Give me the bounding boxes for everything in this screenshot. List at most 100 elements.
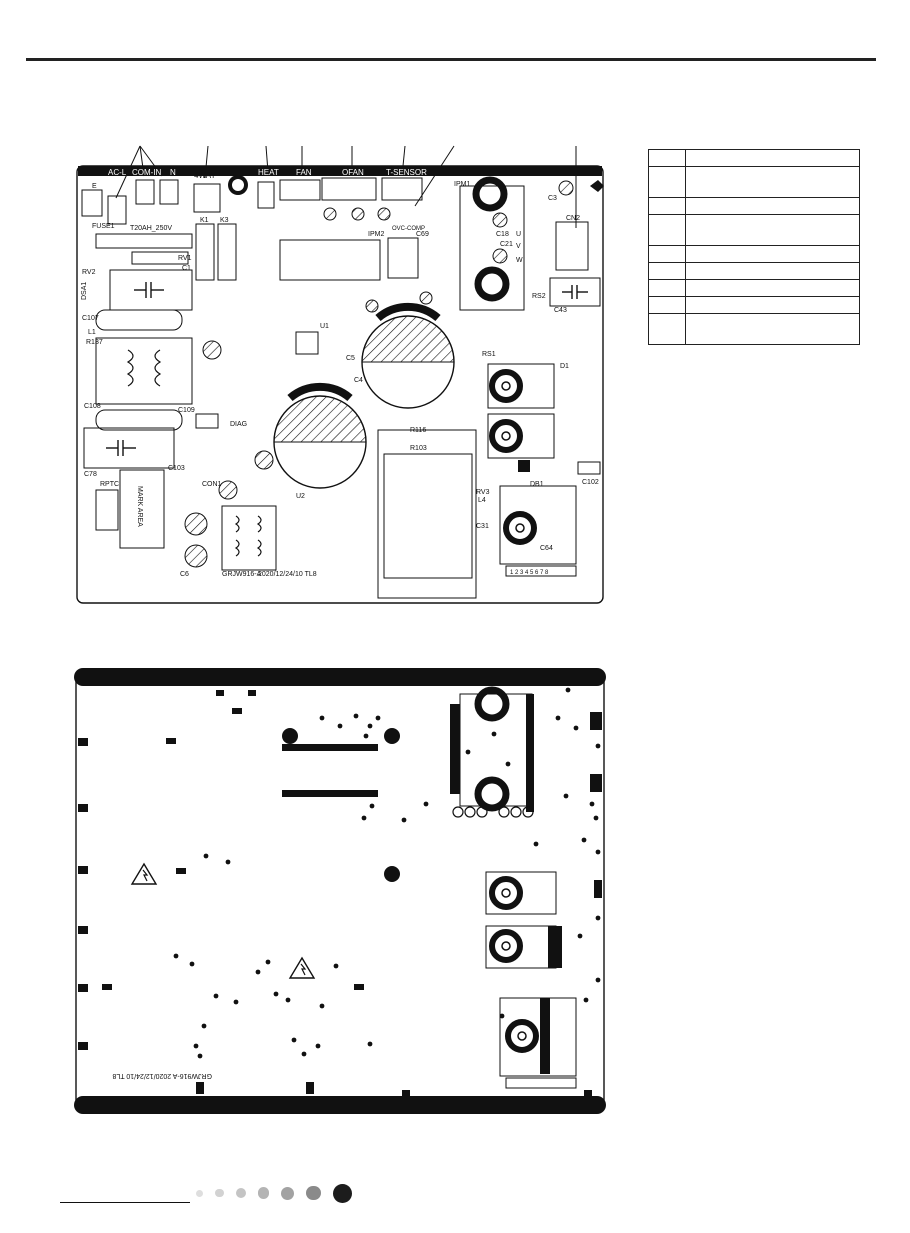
- connector-4way: [193, 183, 221, 213]
- label-k3: K3: [220, 217, 229, 224]
- c102-box: [577, 461, 601, 475]
- label-n: N: [170, 168, 176, 177]
- label-d1: D1: [560, 363, 569, 370]
- label-mark-area: MARK AREA: [136, 486, 143, 527]
- label-c109: C109: [178, 407, 195, 414]
- label-com-in: COM-IN: [132, 168, 162, 177]
- pcb-top-header-band: [78, 166, 602, 176]
- label-board-date: 2020/12/24/10 TL8: [258, 571, 317, 578]
- label-v: V: [516, 243, 521, 250]
- connector-t-sensor: [381, 177, 423, 201]
- page-dot: [281, 1186, 294, 1200]
- label-c43: C43: [554, 307, 567, 314]
- label-c18: C18: [496, 231, 509, 238]
- ipm-footprint-bottom: [450, 686, 534, 818]
- label-fan: FAN: [296, 168, 312, 177]
- transformer-inner: [383, 453, 473, 579]
- label-c1: C1: [182, 265, 191, 272]
- label-rv3: RV3: [476, 489, 490, 496]
- label-ofan: OFAN: [342, 168, 364, 177]
- label-c78: C78: [84, 471, 97, 478]
- legend-row: [648, 279, 860, 297]
- capacitor-c78: [83, 427, 175, 469]
- label-con1: CON1: [202, 481, 222, 488]
- page-dot: [235, 1188, 246, 1198]
- label-rs1: RS1: [482, 351, 496, 358]
- legend-row: [648, 149, 860, 167]
- connector-cn2: [555, 221, 589, 271]
- ring-terminals-top: [472, 176, 537, 545]
- label-rptc: RPTC: [100, 481, 119, 488]
- legend-table: [648, 149, 860, 345]
- label-db1: DB1: [530, 481, 544, 488]
- label-c107: C107: [82, 315, 99, 322]
- label-fourway: 4WAY: [194, 171, 216, 180]
- connector-fan: [279, 179, 321, 201]
- page-dot: [196, 1189, 203, 1197]
- connector-heat: [257, 181, 275, 209]
- db1-block: [499, 485, 577, 565]
- terminal-com-in: [135, 179, 155, 205]
- label-rv2: RV2: [82, 269, 96, 276]
- capacitor-c107: [95, 309, 183, 331]
- label-rv1: RV1: [178, 255, 192, 262]
- label-u2: U2: [296, 493, 305, 500]
- label-c6: C6: [180, 571, 189, 578]
- label-pins: 1 2 3 4 5 6 7 8: [510, 570, 549, 576]
- label-bottom-code: GRJW916-A 2020/12/24/10 TL8: [112, 1072, 212, 1079]
- module-u2: [221, 505, 277, 571]
- label-k1: K1: [200, 217, 209, 224]
- label-fuse1: FUSE1: [92, 223, 115, 230]
- label-u1: U1: [320, 323, 329, 330]
- mark-area: [119, 469, 165, 549]
- chip-u1: [295, 331, 319, 355]
- label-board-code: GRJW916-A: [222, 571, 262, 578]
- label-dsa1: DSA1: [81, 282, 88, 300]
- label-c103: C103: [168, 465, 185, 472]
- label-ac-l: AC-L: [108, 168, 127, 177]
- legend-row: [648, 214, 860, 246]
- label-r137: R137: [86, 339, 103, 346]
- footer-rule: [60, 1202, 190, 1203]
- capacitor-c43: [549, 277, 601, 307]
- terminal-ac-l: [107, 195, 127, 225]
- legend-row: [648, 245, 860, 263]
- label-t-sensor: T-SENSOR: [386, 168, 427, 177]
- label-r103: R103: [410, 445, 427, 452]
- legend-row: [648, 262, 860, 280]
- label-l1: L1: [88, 329, 96, 336]
- pin-header: [505, 565, 577, 577]
- label-fuse-rating: T20AH_250V: [130, 225, 172, 232]
- warning-icon: [130, 862, 158, 885]
- connector-ofan: [321, 177, 377, 201]
- capacitor-c5: [273, 382, 367, 489]
- label-w: W: [516, 257, 523, 264]
- relay-k3: [217, 223, 237, 281]
- terminal-n: [159, 179, 179, 205]
- page-dot: [257, 1187, 269, 1199]
- label-heat: HEAT: [258, 168, 279, 177]
- legend-row: [648, 296, 860, 314]
- relay-k1: [195, 223, 215, 281]
- rectifier-footprints-bottom: [485, 871, 577, 1089]
- ipm1-outline: [459, 185, 525, 311]
- label-cn2: CN2: [566, 215, 580, 222]
- warning-icon: [288, 956, 316, 979]
- label-u: U: [516, 231, 521, 238]
- legend-row: [648, 197, 860, 215]
- varistor-rv1: [131, 251, 189, 265]
- diag-block: [195, 413, 219, 429]
- label-c69: C69: [416, 231, 429, 238]
- label-r116: R116: [410, 427, 426, 434]
- label-ipm1: IPM1: [454, 181, 470, 188]
- rptc: [95, 489, 119, 531]
- callout-lines: [115, 145, 577, 228]
- label-c108: C108: [84, 403, 101, 410]
- label-e: E: [92, 183, 97, 190]
- page-dot: [306, 1185, 321, 1201]
- g1-block: [487, 413, 555, 459]
- label-c21: C21: [500, 241, 513, 248]
- label-rs2: RS2: [532, 293, 546, 300]
- legend-row: [648, 313, 860, 345]
